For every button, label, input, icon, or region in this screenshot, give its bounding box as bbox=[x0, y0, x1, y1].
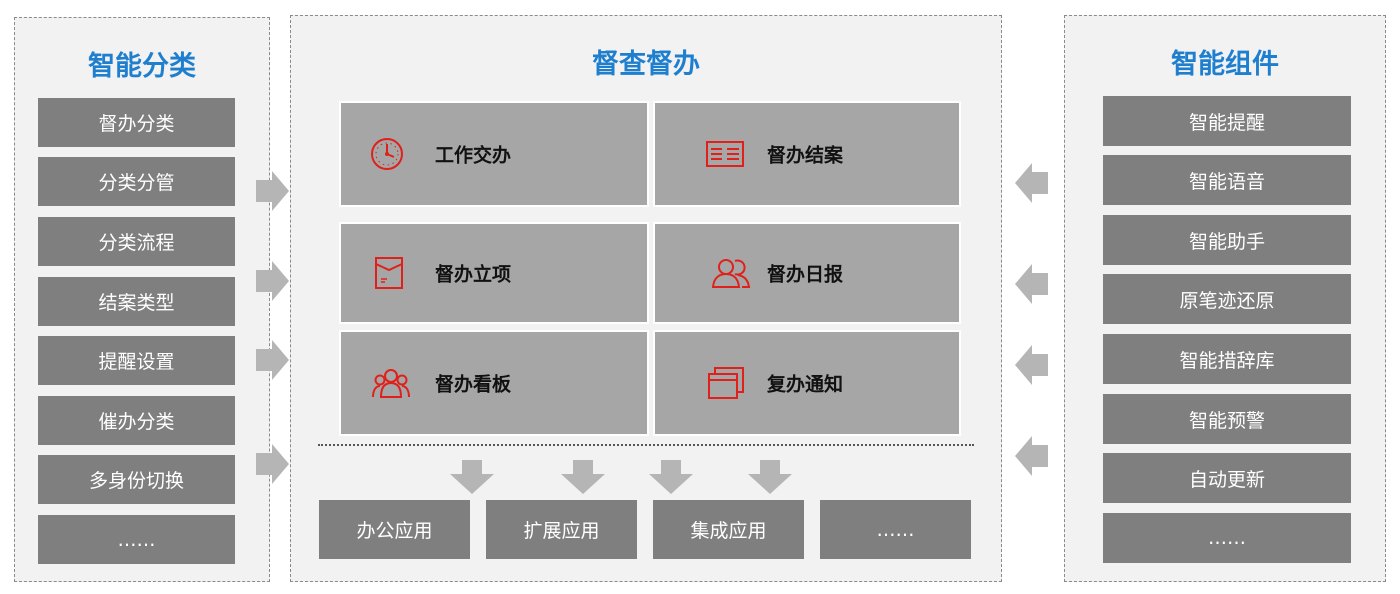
right-panel-title: 智能组件 bbox=[1171, 49, 1279, 80]
left-item-7[interactable]: 多身份切换 bbox=[38, 455, 235, 504]
tile-kanban[interactable]: 督办看板 bbox=[339, 330, 649, 436]
right-item-1[interactable]: 智能提醒 bbox=[1103, 96, 1351, 146]
users-icon bbox=[711, 259, 751, 288]
down-arrow-icon bbox=[561, 460, 605, 494]
right-arrow-icon bbox=[256, 171, 289, 211]
app-extension[interactable]: 扩展应用 bbox=[486, 500, 637, 559]
right-item-4[interactable]: 原笔迹还原 bbox=[1103, 274, 1351, 324]
right-arrow-icon bbox=[256, 340, 289, 380]
tile-label: 督办看板 bbox=[435, 373, 512, 396]
left-panel-title: 智能分类 bbox=[88, 51, 196, 82]
center-panel-title: 督查督办 bbox=[592, 49, 700, 80]
down-arrow-icon bbox=[450, 460, 494, 494]
left-arrow-icon bbox=[1015, 264, 1048, 304]
right-item-3[interactable]: 智能助手 bbox=[1103, 215, 1351, 265]
right-item-8[interactable]: …… bbox=[1103, 513, 1351, 563]
left-item-6[interactable]: 催办分类 bbox=[38, 396, 235, 445]
right-item-6[interactable]: 智能预警 bbox=[1103, 394, 1351, 444]
document-list-icon bbox=[706, 141, 744, 167]
app-office[interactable]: 办公应用 bbox=[319, 500, 470, 559]
app-more[interactable]: …… bbox=[820, 500, 971, 559]
tile-daily-report[interactable]: 督办日报 bbox=[653, 222, 961, 324]
left-arrow-icon bbox=[1015, 436, 1048, 476]
tile-label: 工作交办 bbox=[435, 144, 512, 167]
tile-label: 督办立项 bbox=[435, 263, 512, 286]
tile-label: 督办结案 bbox=[767, 144, 844, 167]
left-item-1[interactable]: 督办分类 bbox=[38, 98, 235, 147]
tile-notice[interactable]: 复办通知 bbox=[653, 330, 961, 436]
tile-case-close[interactable]: 督办结案 bbox=[653, 101, 961, 207]
windows-icon bbox=[708, 367, 744, 399]
left-item-5[interactable]: 提醒设置 bbox=[38, 336, 235, 385]
clock-icon bbox=[371, 138, 403, 170]
left-arrow-icon bbox=[1015, 345, 1048, 385]
down-arrow-icon bbox=[649, 460, 693, 494]
right-arrow-icon bbox=[256, 444, 289, 484]
tile-label: 复办通知 bbox=[767, 373, 844, 396]
left-item-2[interactable]: 分类分管 bbox=[38, 157, 235, 206]
right-item-2[interactable]: 智能语音 bbox=[1103, 155, 1351, 205]
left-arrow-icon bbox=[1015, 163, 1048, 203]
tile-label: 督办日报 bbox=[767, 263, 844, 286]
app-integration[interactable]: 集成应用 bbox=[653, 500, 804, 559]
divider bbox=[318, 444, 974, 446]
group-icon bbox=[372, 369, 410, 398]
right-item-7[interactable]: 自动更新 bbox=[1103, 453, 1351, 503]
right-item-5[interactable]: 智能措辞库 bbox=[1103, 334, 1351, 384]
left-item-8[interactable]: …… bbox=[38, 515, 235, 564]
left-item-3[interactable]: 分类流程 bbox=[38, 217, 235, 266]
right-arrow-icon bbox=[256, 261, 289, 301]
down-arrow-icon bbox=[748, 460, 792, 494]
tile-work-assign[interactable]: 工作交办 bbox=[339, 101, 649, 207]
left-item-4[interactable]: 结案类型 bbox=[38, 277, 235, 326]
folder-icon bbox=[375, 257, 403, 289]
tile-project[interactable]: 督办立项 bbox=[339, 222, 649, 324]
